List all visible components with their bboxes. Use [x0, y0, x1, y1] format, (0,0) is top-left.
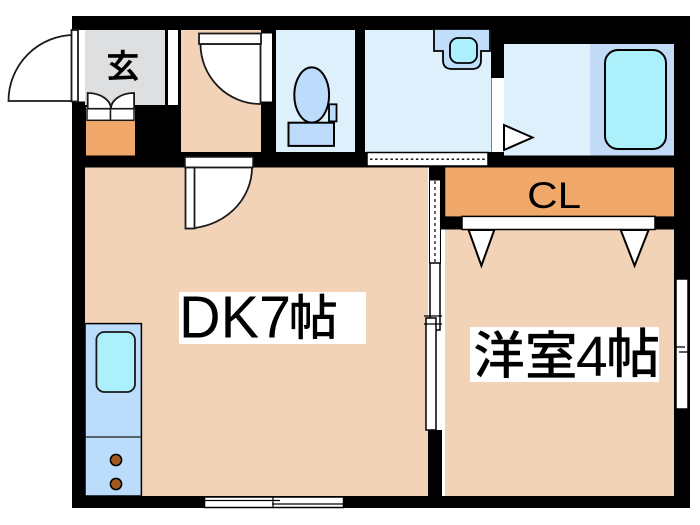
svg-text:DK7: DK7: [179, 284, 291, 350]
svg-text:CL: CL: [527, 175, 581, 216]
svg-text:4: 4: [576, 325, 608, 389]
